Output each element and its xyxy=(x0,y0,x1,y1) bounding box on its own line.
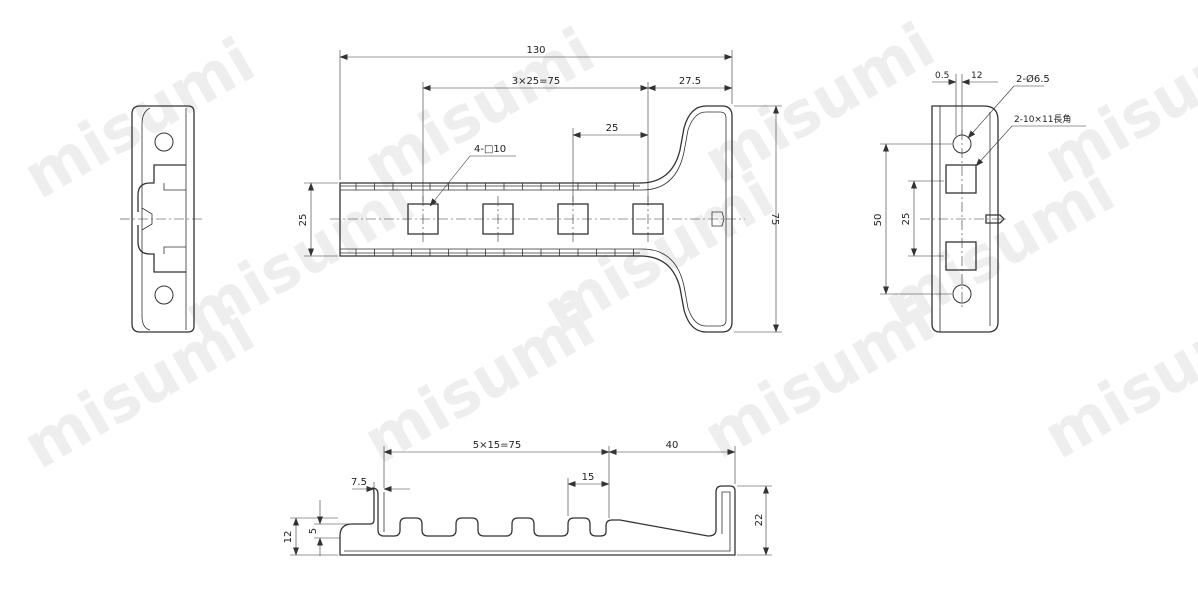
dim-label-square-holes: 2-10×11長角 xyxy=(1014,113,1071,125)
left-view-upper-hook xyxy=(137,164,186,212)
left-view-round-hole xyxy=(154,132,174,152)
right-view-square-hole xyxy=(945,241,977,271)
watermark-text: misumi xyxy=(171,163,426,353)
front-view: 130 3×25=75 27.5 25 4-□10 25 75 xyxy=(298,45,782,333)
leader-square-holes xyxy=(975,125,1013,167)
dim-label-first-offset: 7.5 xyxy=(351,477,367,488)
dim-label-round-holes: 2-Ø6.5 xyxy=(1016,73,1050,85)
leader-round-holes xyxy=(967,85,1015,139)
side-view: 5×15=75 40 7.5 15 22 12 5 xyxy=(283,440,772,556)
watermark-text: misumi xyxy=(871,153,1126,343)
side-view-inner-contour xyxy=(344,491,731,552)
dim-label-edge: 0.5 xyxy=(935,71,949,81)
dim-label-total-height: 75 xyxy=(769,213,780,226)
dim-label-base-thickness: 12 xyxy=(283,531,294,544)
right-view-pin xyxy=(985,214,1005,224)
dim-label-slot-depth: 5 xyxy=(308,528,319,534)
left-view-outline xyxy=(131,105,195,333)
dim-label-offset: 12 xyxy=(971,71,982,81)
left-view-upper-hook-inner xyxy=(163,183,186,191)
dim-label-hole-pitch: 3×25=75 xyxy=(512,76,561,87)
right-end-view: 0.5 12 2-Ø6.5 2-10×11長角 50 25 xyxy=(873,71,1086,333)
dim-label-square-pitch: 25 xyxy=(901,213,912,226)
left-end-view xyxy=(120,105,204,333)
front-view-slot-marks xyxy=(355,183,634,256)
left-view-lower-hook xyxy=(137,225,186,273)
dim-label-bar-height: 25 xyxy=(298,214,309,227)
right-view-square-hole xyxy=(945,164,977,194)
side-view-outline xyxy=(339,485,736,556)
leader-hole-callout xyxy=(429,155,471,207)
watermark-text: misumi xyxy=(1031,8,1198,198)
dim-label-overall-width: 130 xyxy=(526,45,545,56)
front-view-end-tab xyxy=(711,211,725,227)
dim-label-slot-single: 15 xyxy=(582,472,595,483)
left-view-lower-hook-inner xyxy=(163,246,186,254)
watermark-text: misumi xyxy=(11,23,266,213)
dim-label-tail-length: 40 xyxy=(666,440,679,451)
dim-label-pitch: 25 xyxy=(606,123,619,134)
front-view-outline xyxy=(339,105,733,333)
dim-label-hole-callout: 4-□10 xyxy=(474,144,506,155)
dim-label-slot-pitch: 5×15=75 xyxy=(473,440,522,451)
dim-label-span: 50 xyxy=(873,214,884,227)
left-view-inner-edge xyxy=(141,107,151,331)
watermark-text: misumi xyxy=(1031,283,1198,473)
dim-label-end-offset: 27.5 xyxy=(679,76,701,87)
dim-label-height: 22 xyxy=(754,514,765,527)
left-view-round-hole xyxy=(154,285,174,305)
